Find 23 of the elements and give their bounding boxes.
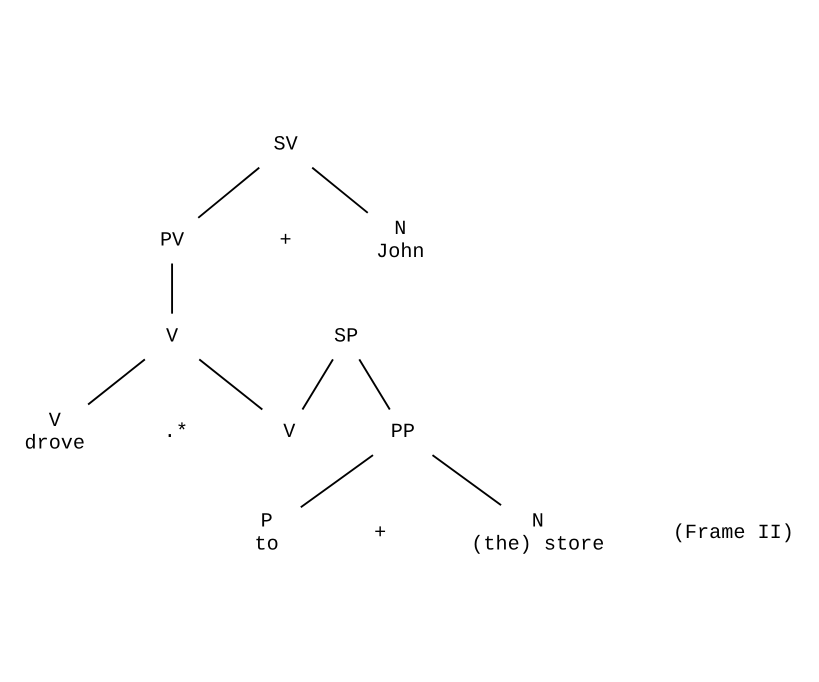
node-text: V drove <box>24 409 86 455</box>
node-text: SV <box>273 133 298 156</box>
label: + <box>374 522 386 544</box>
label: .* <box>164 420 188 444</box>
node-text: PP <box>390 420 415 444</box>
connector <box>358 358 391 410</box>
connector <box>300 454 374 508</box>
connector <box>171 263 174 314</box>
node-text: P to <box>254 510 279 556</box>
node-text: V <box>283 420 296 444</box>
connector <box>312 166 368 214</box>
connector <box>432 454 502 506</box>
connector <box>88 358 146 405</box>
node-text: N (the) store <box>471 510 604 556</box>
node-text: SP <box>334 324 358 348</box>
node-text: N John <box>376 218 425 264</box>
connector <box>198 358 263 410</box>
node-text: V <box>166 324 178 348</box>
connector <box>302 358 334 410</box>
label: + <box>280 228 292 252</box>
node-label: (Frame II) <box>672 522 794 544</box>
node-text: PV <box>160 228 184 252</box>
connector <box>198 166 260 218</box>
